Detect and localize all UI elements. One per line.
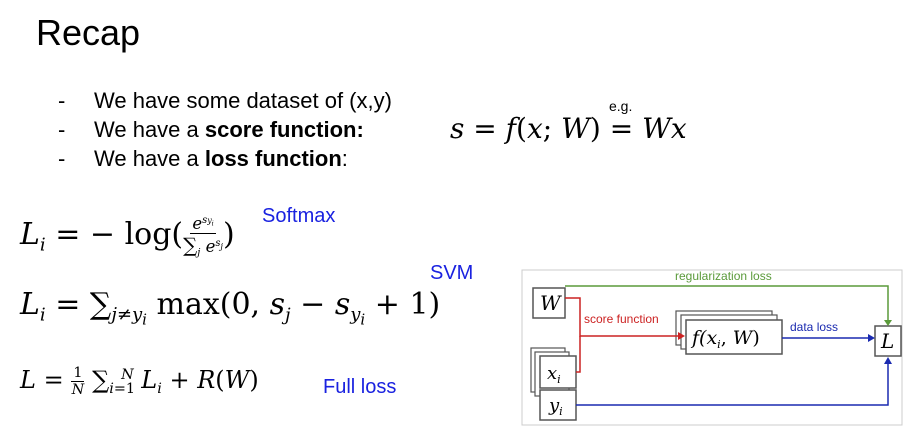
svm-label: SVM bbox=[430, 262, 474, 284]
f-text: f(xi, W) bbox=[690, 327, 760, 351]
score-label: score function bbox=[584, 312, 659, 326]
score-line-x bbox=[576, 336, 581, 373]
l-text: L bbox=[880, 329, 894, 353]
svm-equation: Li = ∑j≠yi max(0, sj − syi + 1) bbox=[20, 287, 441, 329]
data-loss-arrowhead bbox=[868, 334, 875, 342]
y-text: yi bbox=[548, 395, 563, 418]
eg-note: e.g. bbox=[609, 98, 633, 114]
softmax-label: Softmax bbox=[262, 205, 336, 227]
y-to-l-arrowhead bbox=[884, 357, 892, 364]
y-to-l-line bbox=[576, 362, 889, 406]
f-box bbox=[685, 319, 783, 355]
full-loss-label: Full loss bbox=[323, 376, 397, 398]
w-text: W bbox=[540, 291, 562, 315]
score-arrowhead bbox=[678, 332, 685, 340]
x-box bbox=[539, 355, 577, 389]
softmax-equation: Li = − log(esyi∑j esj) bbox=[20, 214, 235, 259]
reg-line bbox=[565, 285, 889, 322]
loss-diagram: W xi yi f(xi, W) L regularization loss s… bbox=[521, 269, 903, 426]
diagram-frame bbox=[521, 269, 903, 426]
bullet-item-score: - We have a score function: bbox=[58, 117, 364, 142]
bullet-item-loss: - We have a loss function: bbox=[58, 146, 348, 171]
slide-title: Recap bbox=[36, 12, 141, 53]
score-line-w bbox=[565, 297, 680, 337]
bullet-list: - We have some dataset of (x,y) - We hav… bbox=[58, 86, 392, 173]
data-loss-label: data loss bbox=[790, 320, 838, 334]
l-box bbox=[874, 325, 902, 357]
bullet-item-dataset: - We have some dataset of (x,y) bbox=[58, 88, 392, 113]
w-box bbox=[532, 287, 566, 319]
reg-arrowhead bbox=[884, 320, 892, 326]
x-text: xi bbox=[547, 363, 561, 386]
score-equation: s = f(x; W) = Wx bbox=[450, 112, 687, 145]
reg-label: regularization loss bbox=[675, 269, 772, 283]
